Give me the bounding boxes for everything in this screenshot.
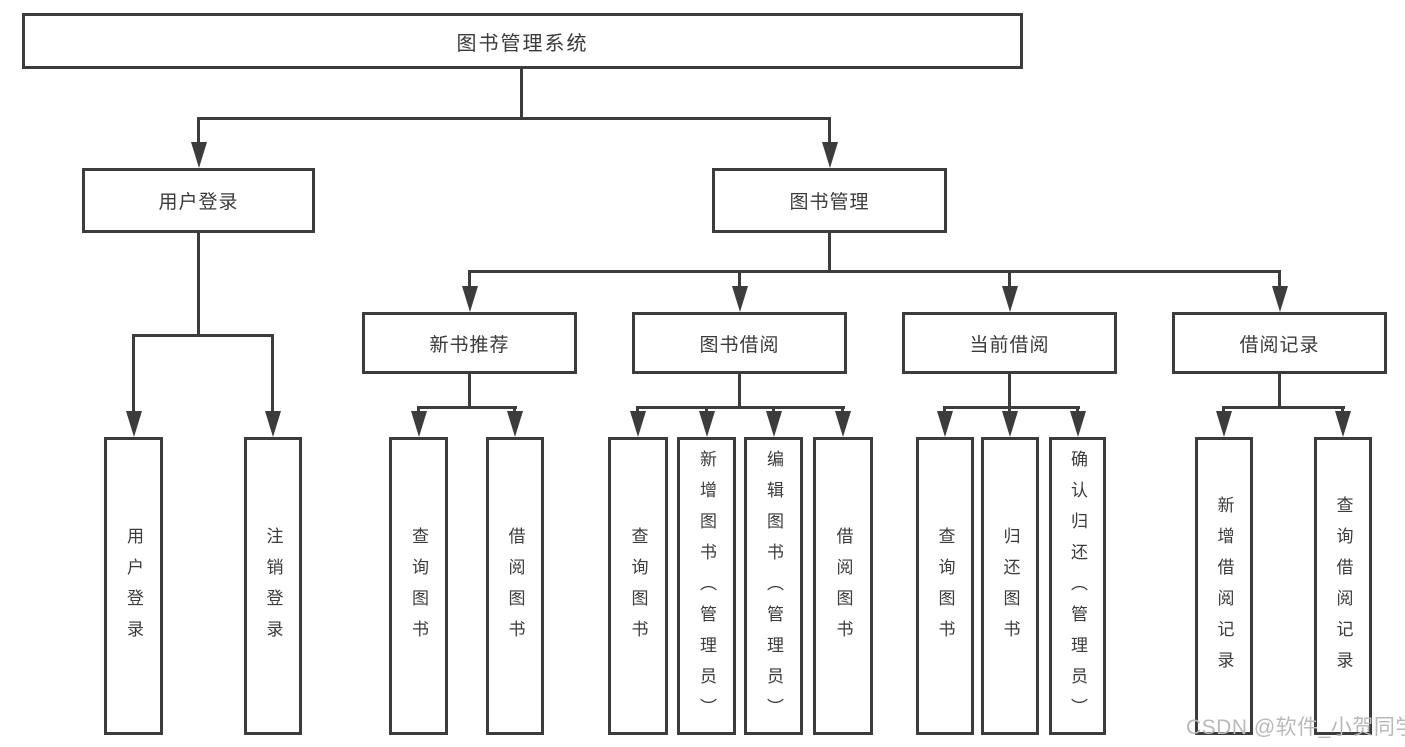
arrow-down-icon <box>732 286 748 312</box>
connector-line <box>197 119 200 145</box>
connector-line <box>1008 272 1011 288</box>
leaf-recommend-borrow-books: 借阅图书 <box>486 437 544 735</box>
arrow-down-icon <box>265 411 281 437</box>
arrow-down-icon <box>937 411 953 437</box>
connector-line <box>468 272 471 288</box>
connector-line <box>417 406 517 409</box>
connector-line <box>828 232 831 272</box>
arrow-down-icon <box>411 411 427 437</box>
connector-line <box>520 68 523 119</box>
leaf-confirm-return-admin: 确认归还（管理员） <box>1049 437 1106 735</box>
node-borrow-record: 借阅记录 <box>1172 312 1387 374</box>
arrow-down-icon <box>1002 286 1018 312</box>
connector-line <box>468 270 1281 273</box>
arrow-down-icon <box>1070 411 1086 437</box>
arrow-down-icon <box>699 411 715 437</box>
node-book-management: 图书管理 <box>712 168 947 233</box>
arrow-down-icon <box>1216 411 1232 437</box>
arrow-down-icon <box>1002 411 1018 437</box>
csdn-watermark: CSDN @软件_小贺同学 <box>1186 716 1405 739</box>
node-user-login: 用户登录 <box>82 168 315 233</box>
connector-line <box>132 334 274 337</box>
connector-line <box>197 232 200 336</box>
node-book-borrow: 图书借阅 <box>632 312 847 374</box>
connector-line <box>132 336 135 414</box>
leaf-add-books-admin: 新增图书（管理员） <box>677 437 736 735</box>
arrow-down-icon <box>630 411 646 437</box>
connector-line <box>738 272 741 288</box>
leaf-return-books: 归还图书 <box>981 437 1039 735</box>
connector-line <box>636 406 845 409</box>
connector-line <box>1278 272 1281 288</box>
leaf-user-login: 用户登录 <box>104 437 163 735</box>
connector-line <box>1278 373 1281 409</box>
leaf-query-borrow-record: 查询借阅记录 <box>1314 437 1372 735</box>
connector-line <box>1008 373 1011 409</box>
leaf-borrow-query-books: 查询图书 <box>608 437 668 735</box>
leaf-add-borrow-record: 新增借阅记录 <box>1195 437 1253 735</box>
leaf-recommend-query-books: 查询图书 <box>389 437 448 735</box>
connector-line <box>468 373 471 409</box>
connector-line <box>271 336 274 414</box>
arrow-down-icon <box>507 411 523 437</box>
leaf-borrow-books: 借阅图书 <box>813 437 873 735</box>
connector-line <box>197 117 831 120</box>
node-root: 图书管理系统 <box>22 13 1023 69</box>
node-new-book-recommend: 新书推荐 <box>362 312 577 374</box>
node-current-borrow: 当前借阅 <box>902 312 1117 374</box>
leaf-current-query-books: 查询图书 <box>916 437 974 735</box>
connector-line <box>943 406 1080 409</box>
arrow-down-icon <box>835 411 851 437</box>
arrow-down-icon <box>1272 286 1288 312</box>
connector-line <box>828 119 831 145</box>
arrow-down-icon <box>462 286 478 312</box>
arrow-down-icon <box>766 411 782 437</box>
arrow-down-icon <box>1335 411 1351 437</box>
leaf-edit-books-admin: 编辑图书（管理员） <box>744 437 803 735</box>
arrow-down-icon <box>191 142 207 168</box>
leaf-logout: 注销登录 <box>244 437 302 735</box>
connector-line <box>738 373 741 409</box>
arrow-down-icon <box>822 142 838 168</box>
arrow-down-icon <box>126 411 142 437</box>
connector-line <box>1222 406 1345 409</box>
